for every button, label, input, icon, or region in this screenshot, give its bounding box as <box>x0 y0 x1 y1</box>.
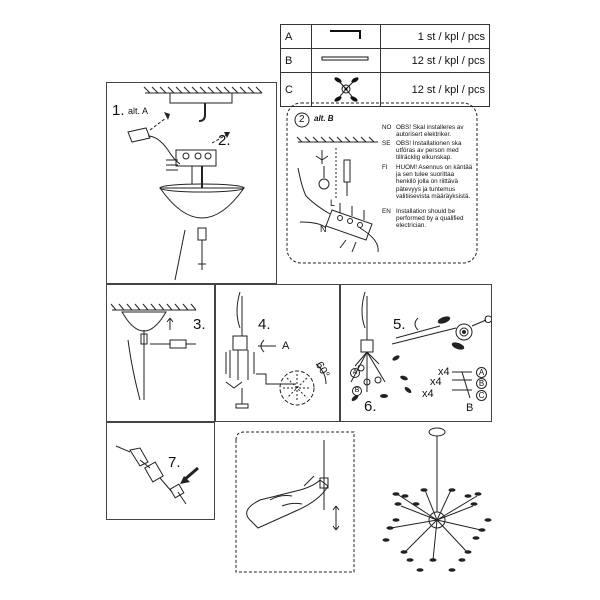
part-qty: 12 st / kpl / pcs <box>380 72 490 107</box>
part-qty: 1 st / kpl / pcs <box>380 24 490 49</box>
marker-b: B <box>476 378 487 389</box>
part-key: A <box>280 24 312 49</box>
alt-b-number: 2 <box>299 114 305 125</box>
count-x4-a: x4 <box>438 366 450 378</box>
warning-note-se: SE OBS! Installationen ska utföras av pe… <box>382 140 462 162</box>
warning-note-fi: FI HUOM! Asennus on käntää ja sen tulee … <box>382 164 473 200</box>
parts-row: A 1 st / kpl / pcs <box>280 24 490 49</box>
step-5-label: 5. <box>393 316 406 333</box>
step4-panel <box>215 284 340 422</box>
parts-row: C 12 st / kpl / pcs <box>280 72 490 107</box>
step3-panel <box>106 284 215 422</box>
step7-panel <box>106 422 215 520</box>
ceiling-hatch <box>296 136 378 143</box>
count-x4-b: x4 <box>430 376 442 388</box>
step-1-label: 1. <box>112 102 125 119</box>
parts-table: A 1 st / kpl / pcs B 12 st / kpl / pcs C… <box>280 24 490 107</box>
step-6-label: 6. <box>364 398 377 415</box>
marker-a: A <box>476 367 487 378</box>
leaf-cluster-icon <box>311 72 381 107</box>
marker-b-left: B <box>352 386 362 396</box>
terminal-block <box>166 149 217 184</box>
ceiling-hatch <box>110 303 197 311</box>
chandelier <box>390 427 482 561</box>
marker-a-left: A <box>350 368 360 378</box>
chandelier-leaves <box>382 488 492 572</box>
parts-row: B 12 st / kpl / pcs <box>280 48 490 73</box>
step-1-alt-label: alt. A <box>128 106 149 116</box>
marker-b-bottom: B <box>466 402 474 414</box>
part-qty: 12 st / kpl / pcs <box>380 48 490 73</box>
wire-l-label: L <box>330 198 336 208</box>
ceiling-hatch <box>143 86 263 94</box>
step-3-label: 3. <box>193 316 206 333</box>
step5-panel <box>340 284 492 422</box>
step-7-label: 7. <box>168 454 181 471</box>
step1-panel <box>106 82 277 284</box>
step-4-label: 4. <box>258 316 271 333</box>
part-key: C <box>280 72 312 107</box>
step-2-label: 2. <box>218 132 231 149</box>
wire-n-label: N <box>320 224 327 234</box>
alt-b-label: alt. B <box>314 114 334 123</box>
leaf-cluster-c <box>391 316 487 350</box>
terminal-block <box>325 203 379 253</box>
warning-note-en: EN Installation should be performed by a… <box>382 208 464 230</box>
marker-c: C <box>476 390 487 401</box>
count-x4-c: x4 <box>422 388 434 400</box>
part-a-ref: A <box>282 340 290 352</box>
warning-note-no: NO OBS! Skal installeres av autorisert e… <box>382 124 464 139</box>
part-c-ref: C <box>484 314 492 326</box>
